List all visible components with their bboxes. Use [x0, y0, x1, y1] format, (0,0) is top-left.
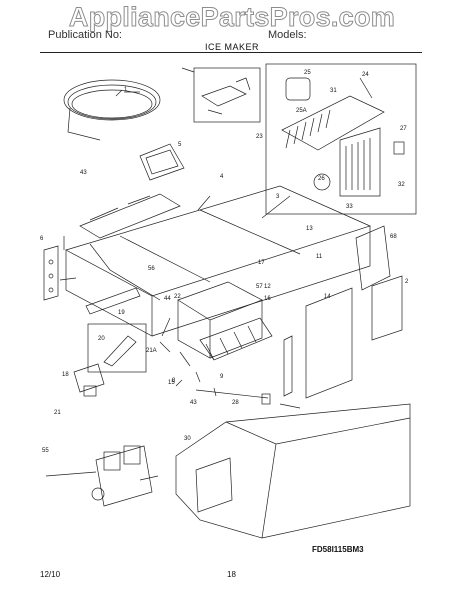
part-28	[195, 389, 269, 399]
part-5	[139, 143, 185, 181]
svg-text:20: 20	[98, 336, 105, 342]
svg-text:21: 21	[54, 410, 61, 416]
svg-text:24: 24	[362, 72, 369, 78]
part-22-harness-inset	[193, 67, 261, 123]
part-tubing-coil	[63, 79, 161, 141]
svg-text:5: 5	[178, 142, 182, 148]
svg-text:15: 15	[168, 380, 175, 386]
svg-text:17: 17	[258, 260, 265, 266]
svg-text:18: 18	[62, 372, 69, 378]
models-label: Models:	[268, 29, 307, 41]
footer-date: 12/10	[40, 570, 61, 579]
part-19-inset	[87, 323, 147, 373]
svg-text:43: 43	[80, 170, 87, 176]
part-55-water-valve	[91, 445, 159, 507]
watermark: AppliancePartsPros.com	[68, 2, 396, 33]
svg-text:32: 32	[398, 182, 405, 188]
svg-text:68: 68	[390, 234, 397, 240]
part-18	[73, 363, 105, 393]
svg-text:44: 44	[164, 296, 171, 302]
svg-text:3: 3	[276, 194, 280, 200]
part-frame	[65, 185, 371, 337]
svg-text:12: 12	[264, 284, 271, 290]
svg-text:2: 2	[405, 279, 409, 285]
section-title: ICE MAKER	[204, 42, 259, 52]
part-30-bin	[175, 403, 411, 539]
svg-text:1: 1	[124, 87, 128, 93]
svg-text:27: 27	[400, 126, 407, 132]
svg-text:57: 57	[256, 284, 263, 290]
svg-text:14: 14	[324, 294, 331, 300]
svg-text:55: 55	[42, 448, 49, 454]
svg-text:4: 4	[220, 174, 224, 180]
svg-text:9: 9	[220, 374, 224, 380]
part-23-icemaker-inset	[265, 63, 417, 215]
svg-text:6: 6	[40, 236, 44, 242]
svg-text:22: 22	[174, 294, 181, 300]
svg-text:23: 23	[256, 134, 263, 140]
svg-text:56: 56	[148, 266, 155, 272]
svg-text:33: 33	[346, 204, 353, 210]
svg-text:11: 11	[316, 254, 323, 260]
svg-text:25: 25	[304, 70, 311, 76]
part-6	[43, 245, 59, 301]
svg-text:43: 43	[190, 400, 197, 406]
svg-text:16: 16	[264, 296, 271, 302]
part-2	[371, 275, 403, 341]
svg-text:31: 31	[330, 88, 337, 94]
publication-label: Publication No:	[48, 29, 122, 41]
part-bracket	[305, 287, 353, 399]
part-68	[355, 225, 391, 291]
svg-text:30: 30	[184, 436, 191, 442]
svg-text:21A: 21A	[146, 348, 157, 354]
svg-text:13: 13	[306, 226, 313, 232]
svg-text:25A: 25A	[296, 108, 307, 114]
header-rule	[40, 52, 422, 53]
svg-text:19: 19	[118, 310, 125, 316]
svg-text:26: 26	[318, 176, 325, 182]
model-code: FD58I115BM3	[312, 545, 364, 554]
svg-text:8: 8	[172, 378, 176, 384]
page-number: 18	[227, 570, 236, 579]
part-56	[85, 287, 141, 315]
svg-text:28: 28	[232, 400, 239, 406]
